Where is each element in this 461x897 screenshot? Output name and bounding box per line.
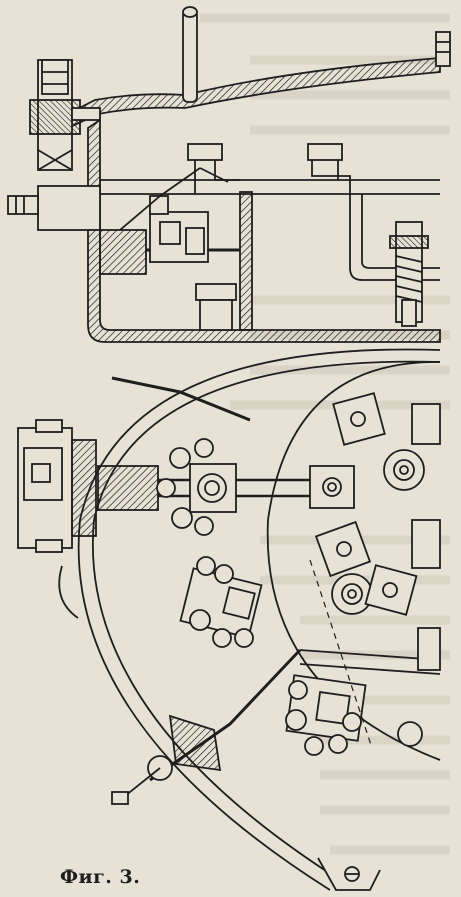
bracket-nut-right — [307, 143, 343, 161]
figure-caption: Фиг. 3. — [60, 866, 141, 888]
bracket-nut-left — [187, 143, 223, 161]
contact-plate-4 — [364, 564, 418, 616]
drive-shaft — [97, 465, 159, 511]
contact-plate-3 — [314, 520, 372, 578]
side-screw — [7, 195, 39, 215]
disc-plan-view — [17, 348, 441, 891]
lid-handle-rod — [182, 9, 198, 103]
ring-lug-left — [58, 565, 79, 619]
corner-bolt — [435, 31, 451, 67]
ring-clamp — [168, 714, 222, 772]
spoke-upper — [111, 376, 251, 422]
housing-partition — [239, 191, 253, 331]
gear-block — [99, 229, 147, 275]
housing-section — [7, 6, 451, 343]
contact-plate-6 — [417, 627, 441, 671]
contact-plate-5 — [411, 519, 441, 569]
contact-plate-1 — [332, 392, 386, 446]
housing-lid — [58, 57, 441, 130]
side-boss — [37, 185, 101, 231]
contact-plate-2 — [411, 403, 441, 445]
spoke-lower — [149, 648, 302, 782]
housing-left-wall — [87, 118, 441, 343]
